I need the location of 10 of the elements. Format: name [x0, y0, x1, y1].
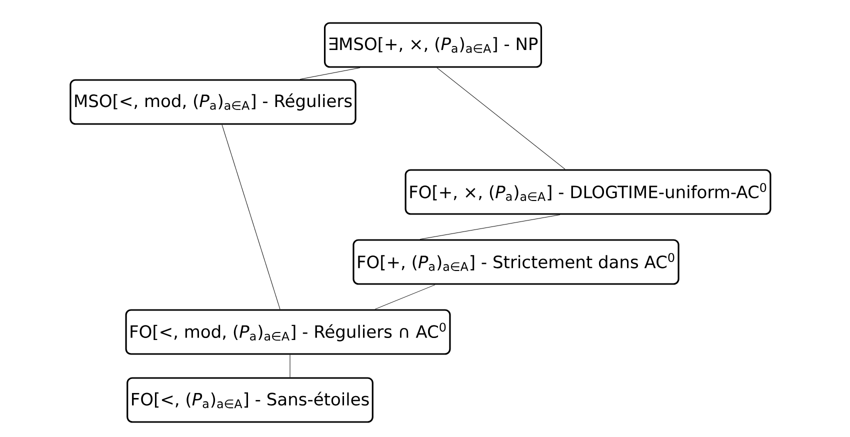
class-box: ∃MSO[+, ×, (P$_{a}$)$_{a∈A}$] - NP [324, 22, 542, 68]
class-box: FO[<, (P$_{a}$)$_{a∈A}$] - Sans-étoiles [126, 377, 374, 423]
connector-line [374, 284, 436, 310]
connector-line [436, 68, 566, 170]
class-box: FO[+, ×, (P$_{a}$)$_{a∈A}$] - DLOGTIME-uniform-AC$^{0}$ [404, 169, 772, 215]
class-box: MSO[<, mod, (P$_{a}$)$_{a∈A}$] - Réguliers [70, 79, 356, 125]
class-box: FO[<, mod, (P$_{a}$)$_{a∈A}$] - Réguliers ∩ AC$^{0}$ [125, 309, 451, 355]
connector-line [420, 214, 560, 240]
class-box: FO[+, (P$_{a}$)$_{a∈A}$] - Strictement dans AC$^{0}$ [352, 239, 680, 285]
connector-line [222, 124, 280, 310]
